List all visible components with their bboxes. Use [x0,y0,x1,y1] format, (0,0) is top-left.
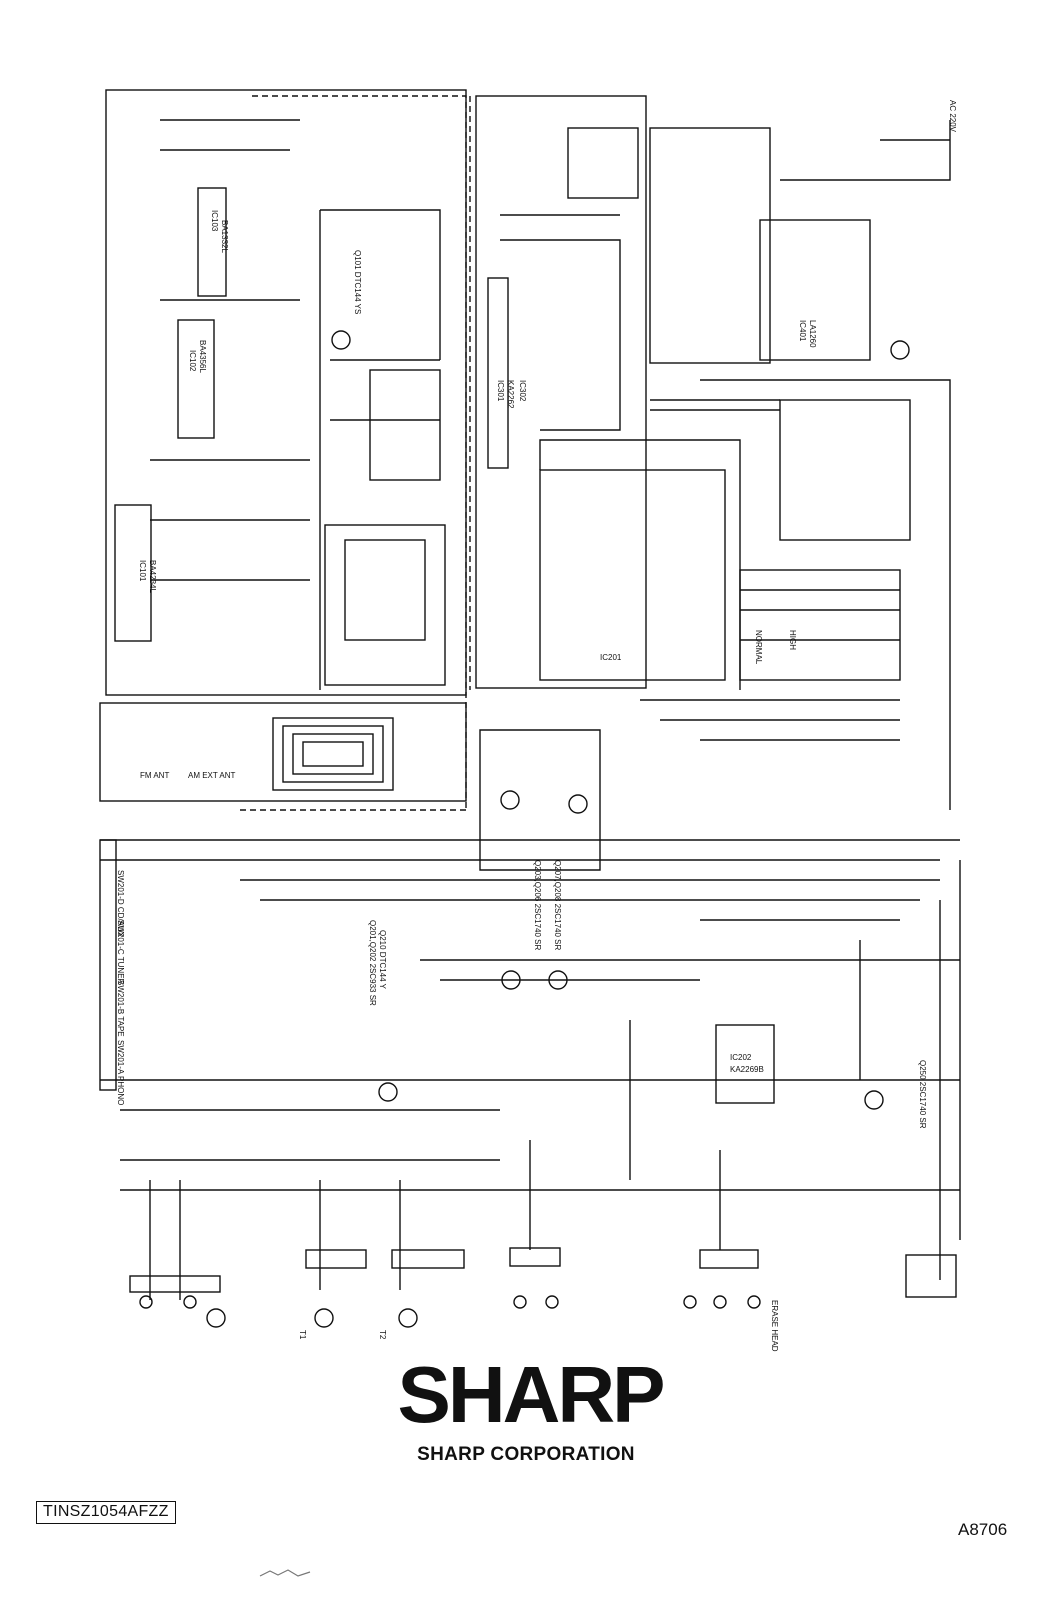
part-label-ba4234l: BA4234L [148,560,157,593]
schematic-wiring [99,89,961,1328]
connector-label-erase-head: ERASE HEAD [770,1300,779,1352]
circuit-schematic: IC101 IC102 IC103 IC201 IC202 IC301 IC30… [99,89,961,1352]
transistor-label-q101: Q101 DTC144 YS [353,250,362,314]
ic-label-ic102: IC102 [188,350,197,372]
part-label-ba4356l: BA4356L [198,340,207,373]
switch-label-tuner: SW201-C TUNER [116,920,125,985]
ic-label-ic103: IC103 [210,210,219,232]
ic-label-ic302: IC302 [518,380,527,402]
ic-label-ic401: IC401 [798,320,807,342]
switch-label-phono: SW201-A PHONO [116,1040,125,1105]
connector-label-t2: T2 [378,1330,387,1340]
part-label-la1260: LA1260 [808,320,817,348]
table-label-normal: NORMAL [754,630,763,665]
part-number-box: TINSZ1054AFZZ [36,1501,176,1524]
print-smudge [259,1569,311,1577]
transistor-label-q207: Q207,Q208 2SC1740 SR [553,860,562,951]
transistor-label-q203: Q203,Q206 2SC1740 SR [533,860,542,951]
transistor-label-q210: Q210 DTC144 Y [378,930,387,990]
switch-label-tape: SW201-B TAPE [116,980,125,1037]
ic-label-ic202: IC202 [730,1053,752,1062]
connector-label-am-ext-ant: AM EXT ANT [188,771,236,780]
sharp-logo: SHARP [397,1356,666,1434]
transistor-label-q201: Q201,Q202 2SC933 SR [368,920,377,1006]
connector-label-fm-ant: FM ANT [140,771,169,780]
switch-label-cd-aux: SW201-D CD/AUX [116,870,125,938]
logo-wordmark: SHARP [397,1356,663,1434]
part-label-ka2262: KA2262 [506,380,515,409]
transistor-label-q250: Q250 2SC1740 SR [918,1060,927,1129]
part-label-ka2269b: KA2269B [730,1065,764,1074]
connector-label-ac-220v: AC 220V [948,100,957,133]
document-code: A8706 [958,1520,1008,1539]
table-label-high: HIGH [788,630,797,650]
part-label-ba1332l: BA1332L [220,220,229,253]
ic-label-ic201: IC201 [600,653,622,662]
corporation-name: SHARP CORPORATION [417,1444,635,1465]
ic-label-ic301: IC301 [496,380,505,402]
connector-label-t1: T1 [298,1330,307,1340]
ic-label-ic101: IC101 [138,560,147,582]
